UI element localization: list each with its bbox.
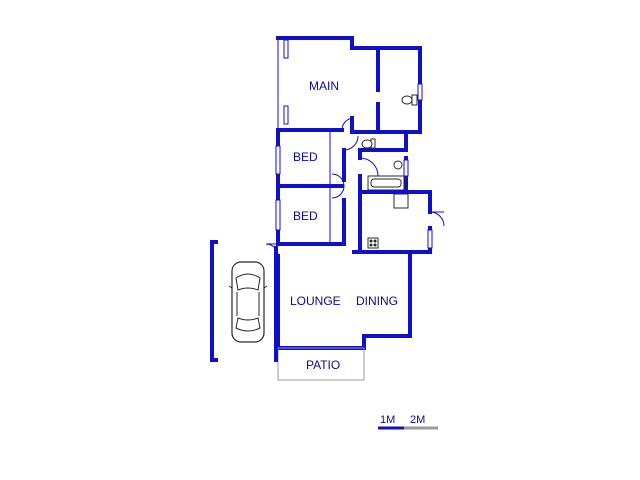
room-label-bed-1: BED <box>293 150 318 164</box>
bathroom <box>358 130 409 194</box>
door-swing-kitchen <box>429 211 445 227</box>
basin-icon <box>393 160 403 170</box>
door-swing-main <box>341 117 355 131</box>
door-swing-bath <box>359 157 379 177</box>
scale-label-2m: 2M <box>410 414 425 426</box>
kitchen <box>352 190 445 254</box>
door-swing-bed-1 <box>343 135 359 151</box>
window-kitchen <box>427 229 433 249</box>
window-main-top <box>283 39 289 59</box>
window-bed-2 <box>275 199 281 231</box>
room-label-patio: PATIO <box>306 358 340 372</box>
scale-label-1m: 1M <box>380 414 395 426</box>
scale-bar: 1M 2M <box>378 414 438 430</box>
patio <box>277 347 365 381</box>
room-label-bed-2: BED <box>293 209 318 223</box>
carport <box>210 240 278 362</box>
window-bath <box>403 159 409 177</box>
room-label-lounge: LOUNGE <box>290 294 341 308</box>
car-icon <box>228 261 268 343</box>
window-ensuite <box>417 83 423 101</box>
window-main-bottom <box>283 105 289 125</box>
window-bed-1 <box>275 145 281 175</box>
stove-icon <box>367 237 379 249</box>
room-label-main: MAIN <box>309 79 339 93</box>
door-swing-bed-2 <box>331 173 345 199</box>
toilet-bath-icon <box>361 138 376 149</box>
room-label-dining: DINING <box>356 294 398 308</box>
sink-icon <box>393 193 409 209</box>
bathtub-icon <box>367 175 405 191</box>
bedrooms <box>275 128 359 246</box>
toilet-icon <box>401 94 418 106</box>
main-bedroom <box>276 36 423 134</box>
